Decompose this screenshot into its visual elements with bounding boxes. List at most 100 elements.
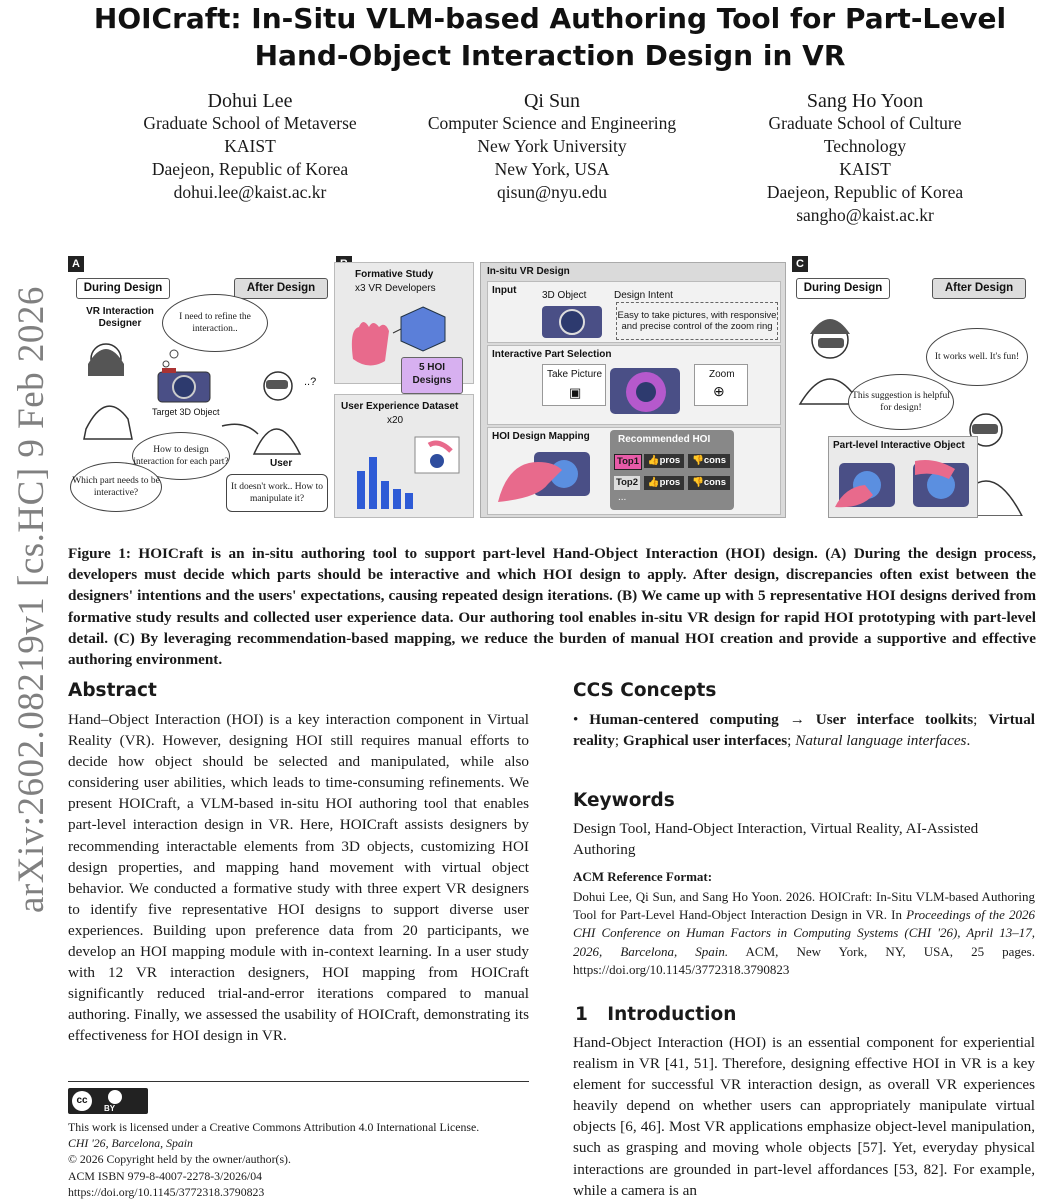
cc-by-badge: cc BY — [68, 1088, 148, 1114]
abstract-heading: Abstract — [68, 680, 157, 701]
take-picture-button: Take Picture ▣ — [542, 364, 606, 406]
developers-count: x3 VR Developers — [355, 283, 436, 294]
figure-panel-a: A During Design After Design VR Interact… — [66, 254, 328, 516]
camera-shutter-icon — [162, 368, 176, 373]
author-email: dohui.lee@kaist.ac.kr — [173, 182, 327, 202]
acm-ref-text: ACM, New York, NY, USA, 25 pages. https:… — [573, 943, 1035, 977]
cube-icon — [400, 306, 446, 352]
arxiv-identifier: arXiv:2602.08219v1 [cs.HC] 9 Feb 2026 — [11, 286, 52, 913]
acm-ref-text: Dohui Lee, Qi Sun, and Sang Ho Yoon. 202… — [573, 889, 1035, 923]
pros-label: pros — [659, 477, 681, 488]
panel-a-illustration — [83, 343, 302, 455]
arrow: → — [789, 711, 805, 728]
part-selection-section: Interactive Part Selection Take Picture … — [487, 345, 781, 425]
formative-study-title: Formative Study — [355, 269, 434, 280]
ccs-heading: CCS Concepts — [573, 680, 717, 701]
separator: . — [966, 732, 971, 750]
part-level-object-box: Part-level Interactive Object — [828, 436, 978, 518]
section-title: Introduction — [607, 1004, 737, 1025]
vr-headset-icon — [818, 338, 844, 348]
footnote-divider — [68, 1081, 529, 1082]
teaser-figure: A During Design After Design VR Interact… — [66, 254, 1036, 518]
figure-panel-c: C During Design After Design It works we… — [790, 254, 1036, 518]
user-arm-icon — [221, 423, 259, 435]
ccs-term: Natural language interfaces — [795, 732, 967, 750]
hand-icon — [351, 322, 389, 366]
after-design-tag: After Design — [932, 278, 1026, 299]
in-situ-title: In-situ VR Design — [487, 266, 570, 277]
recommended-hoi-title: Recommended HOI — [618, 434, 711, 445]
during-design-tag: During Design — [796, 278, 890, 299]
author-location: Daejeon, Republic of Korea — [766, 182, 964, 202]
top1-badge: Top1 — [614, 454, 642, 470]
input-section: Input 3D Object Design Intent Easy to ta… — [487, 281, 781, 343]
by-label: BY — [104, 1104, 116, 1113]
more-indicator: ... — [618, 492, 627, 503]
pros-label: pros — [659, 455, 681, 466]
intro-heading: 1 Introduction — [575, 1004, 736, 1025]
acm-reference: Dohui Lee, Qi Sun, and Sang Ho Yoon. 202… — [573, 888, 1035, 979]
top2-badge: Top2 — [614, 476, 640, 490]
experience-bar-chart-icon — [357, 436, 460, 509]
panel-label-c: C — [792, 256, 808, 272]
doi-link[interactable]: https://doi.org/10.1145/3772318.3790823 — [68, 1184, 265, 1199]
participants-count: x20 — [387, 415, 404, 426]
question-marks: ..? — [304, 376, 317, 388]
user-experience-box: User Experience Dataset x20 — [334, 394, 474, 518]
zoom-button: Zoom ⊕ — [694, 364, 748, 406]
cons-button: 👎cons — [688, 476, 730, 490]
acm-ref-proceedings: Proceedings of the 2026 CHI Conference o… — [573, 907, 1036, 959]
title-line-2: Hand-Object Interaction Design in VR — [254, 39, 846, 72]
vr-headset-icon — [266, 380, 288, 389]
separator: ; — [787, 732, 792, 750]
design-intent-text: Easy to take pictures, with responsive a… — [616, 302, 778, 340]
camera-lens-icon — [636, 382, 656, 402]
ccs-term: Graphical user interfaces — [622, 732, 788, 750]
figure-caption: Figure 1: HOICraft is an in-situ authori… — [68, 545, 1036, 669]
author-affiliation: Graduate School of Metaverse — [143, 113, 357, 133]
during-design-tag: During Design — [76, 278, 170, 299]
cons-label: cons — [703, 477, 727, 488]
author-affiliation: KAIST — [224, 136, 276, 156]
thought-bubble-refine: I need to refine the interaction.. — [162, 294, 268, 352]
pros-button: 👍pros — [644, 454, 684, 468]
copyright-line: © 2026 Copyright held by the owner/autho… — [68, 1152, 291, 1167]
panel-label-a: A — [68, 256, 84, 272]
thought-bubble-suggestion: This suggestion is helpful for design! — [848, 374, 954, 430]
take-picture-label: Take Picture — [547, 369, 603, 380]
author-affiliation: Graduate School of Culture — [768, 113, 962, 133]
isbn-line: ACM ISBN 979-8-4007-2278-3/2026/04 — [68, 1168, 262, 1183]
speech-bubble-works: It works well. It's fun! — [926, 328, 1028, 386]
designer-body-icon — [83, 405, 133, 440]
author-email: sangho@kaist.ac.kr — [796, 205, 934, 225]
separator: ; — [973, 711, 978, 728]
intro-text: Hand-Object Interaction (HOI) is an esse… — [573, 1034, 1035, 1199]
camera-lens-icon — [172, 375, 196, 399]
ccs-concepts: • Human-centered computing → User interf… — [573, 709, 1035, 751]
recommended-hoi-card: Recommended HOI Top1 👍pros 👎cons Top2 👍p… — [610, 430, 734, 510]
dataset-title: User Experience Dataset — [341, 401, 459, 412]
hand-icon — [498, 462, 562, 502]
author-affiliation: KAIST — [839, 159, 891, 179]
keywords-heading: Keywords — [573, 790, 675, 811]
acm-ref-heading: ACM Reference Format: — [573, 869, 713, 884]
ccs-term: Virtual reality — [573, 711, 1036, 750]
hoi-designs-badge: 5 HOI Designs — [401, 357, 463, 394]
venue-line: CHI '26, Barcelona, Spain — [68, 1136, 193, 1151]
bullet: • — [573, 711, 579, 728]
pros-button: 👍pros — [644, 476, 684, 490]
cons-button: 👎cons — [688, 454, 730, 468]
title-line-1: HOICraft: In-Situ VLM-based Authoring To… — [93, 2, 1007, 35]
part-selection-label: Interactive Part Selection — [492, 349, 612, 360]
author-affiliation: Technology — [823, 136, 907, 156]
author-email: qisun@nyu.edu — [497, 182, 607, 202]
author-name: Dohui Lee — [207, 90, 293, 112]
arrow-icon — [392, 328, 402, 334]
in-situ-design-panel: In-situ VR Design Input 3D Object Design… — [480, 262, 786, 518]
part-level-label: Part-level Interactive Object — [833, 440, 965, 451]
author-location: Daejeon, Republic of Korea — [151, 159, 349, 179]
license-line: This work is licensed under a Creative C… — [68, 1120, 480, 1134]
hoi-mapping-label: HOI Design Mapping — [492, 431, 590, 442]
formative-study-box: Formative Study x3 VR Developers 5 HOI D… — [334, 262, 474, 394]
cc-icon: cc — [72, 1091, 92, 1111]
